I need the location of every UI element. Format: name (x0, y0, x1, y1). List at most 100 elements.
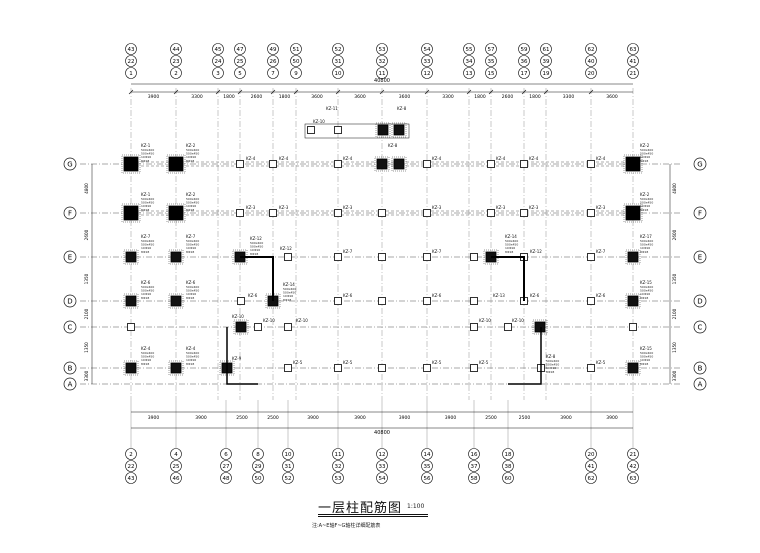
dim-top-1: 3300 (191, 94, 203, 100)
dim-top-4: 1800 (279, 94, 291, 100)
axis-bubble-top-7-0 (376, 43, 388, 55)
column-spec-7-1: 500x450 (186, 243, 199, 247)
column-58 (237, 297, 245, 305)
axis-label-top-8-2: 12 (424, 71, 431, 77)
column-1 (168, 156, 184, 172)
column-tag-2: KZ-2 (640, 143, 650, 148)
column-16 (378, 209, 386, 217)
axis-bubble-bottom-4-0 (282, 448, 294, 460)
column-outline-30 (123, 293, 139, 309)
column-spec-13-0: 500x400 (640, 285, 653, 289)
axis-label-bottom-8-0: 16 (471, 452, 478, 458)
axis-label-right-A: A (698, 381, 703, 389)
dim-bottom-11: 3900 (606, 415, 618, 421)
axis-bubble-bottom-3-0 (252, 448, 264, 460)
column-tag-41: KZ-10 (263, 318, 275, 323)
axis-bubble-bottom-1-2 (170, 472, 182, 484)
stair-top-outline (304, 123, 410, 139)
dim-bottom-3: 2500 (267, 415, 279, 421)
column-55 (470, 364, 478, 372)
axis-bubble-bottom-9-1 (502, 460, 514, 472)
column-tag-1: KZ-2 (186, 143, 196, 148)
column-tag-20: KZ-7 (141, 234, 151, 239)
column-22 (393, 158, 405, 170)
axis-bubble-bottom-3-2 (252, 472, 264, 484)
axis-bubble-top-6-0 (332, 43, 344, 55)
axis-bubble-bottom-10-1 (585, 460, 597, 472)
axis-label-top-14-1: 41 (630, 59, 637, 65)
column-42 (334, 253, 342, 261)
axis-label-right-C: C (698, 324, 703, 332)
column-tag-26: KZ-7 (596, 249, 606, 254)
column-12 (587, 160, 595, 168)
column-tag-25: KZ-7 (432, 249, 442, 254)
column-spec-18-0: 500x400 (546, 359, 559, 363)
column-52 (334, 364, 342, 372)
column-30 (125, 295, 137, 307)
column-tag-58: KZ-8 (388, 143, 398, 148)
column-2 (625, 156, 641, 172)
axis-label-top-11-1: 36 (521, 59, 528, 65)
axis-label-top-4-1: 26 (270, 59, 277, 65)
axis-label-top-2-1: 24 (215, 59, 222, 65)
axis-bubble-top-2-1 (212, 55, 224, 67)
axis-bubble-top-3-0 (234, 43, 246, 55)
axis-bubble-bottom-7-1 (421, 460, 433, 472)
column-57 (284, 253, 292, 261)
axis-bubble-bottom-4-1 (282, 460, 294, 472)
axis-label-bottom-3-2: 50 (255, 476, 262, 482)
axis-label-top-11-0: 59 (521, 47, 528, 53)
axis-bubble-bottom-9-2 (502, 472, 514, 484)
axis-bubble-right-E (693, 250, 707, 264)
axis-label-bottom-2-2: 48 (223, 476, 230, 482)
column-spec-8-1: 500x450 (141, 289, 154, 293)
axis-bubble-bottom-2-0 (220, 448, 232, 460)
axis-label-bottom-6-0: 12 (379, 452, 386, 458)
axis-label-top-2-0: 45 (215, 47, 222, 53)
column-18 (487, 209, 495, 217)
dim-top-13: 3600 (606, 94, 618, 100)
column-11 (520, 160, 528, 168)
column-tag-38: KZ-6 (530, 293, 540, 298)
dim-bottom-6: 3900 (399, 415, 411, 421)
column-29 (627, 251, 639, 263)
column-spec-13-2: 10Ф16 (640, 292, 650, 296)
axis-label-bottom-11-0: 21 (630, 452, 637, 458)
dim-tick-top-7 (379, 89, 385, 95)
axis-bubble-bottom-7-2 (421, 472, 433, 484)
axis-bubble-bottom-8-0 (468, 448, 480, 460)
column-outline-33 (123, 360, 139, 376)
axis-label-top-3-1: 25 (237, 59, 244, 65)
dim-top-8: 3300 (442, 94, 454, 100)
column-tag-15: KZ-3 (343, 205, 353, 210)
column-spec-15-2: 10Ф16 (283, 294, 293, 298)
axis-label-bottom-8-1: 37 (471, 464, 478, 470)
column-outline-28 (168, 249, 184, 265)
dim-top-7: 3600 (399, 94, 411, 100)
column-outline-2 (623, 154, 643, 174)
column-spec-2-3: 8Ф18 (640, 159, 648, 163)
axis-label-bottom-7-1: 35 (424, 464, 431, 470)
axis-bubble-top-14-1 (627, 55, 639, 67)
column-41 (235, 321, 247, 333)
axis-label-bottom-0-0: 2 (129, 452, 133, 458)
column-tag-37: KZ-13 (493, 293, 505, 298)
axis-bubble-top-13-2 (585, 67, 597, 79)
axis-bubble-top-6-1 (332, 55, 344, 67)
axis-label-left-D: D (67, 298, 72, 306)
column-spec-16-3: 8Ф18 (250, 252, 258, 256)
dim-bottom-2: 2500 (236, 415, 248, 421)
axis-bubble-top-11-1 (518, 55, 530, 67)
dim-bottom-10: 3900 (560, 415, 572, 421)
axis-label-top-10-2: 15 (488, 71, 495, 77)
column-tag-11: KZ-4 (529, 156, 539, 161)
column-tag-22: KZ-12 (250, 236, 262, 241)
dim-bottom-5: 3900 (354, 415, 366, 421)
axis-label-left-A: A (68, 381, 73, 389)
column-outline-31 (168, 293, 184, 309)
axis-bubble-bottom-2-1 (220, 460, 232, 472)
column-43 (378, 253, 386, 261)
axis-label-left-C: C (68, 324, 73, 332)
axis-label-top-5-2: 9 (294, 71, 298, 77)
dim-tick-top-10 (488, 89, 494, 95)
